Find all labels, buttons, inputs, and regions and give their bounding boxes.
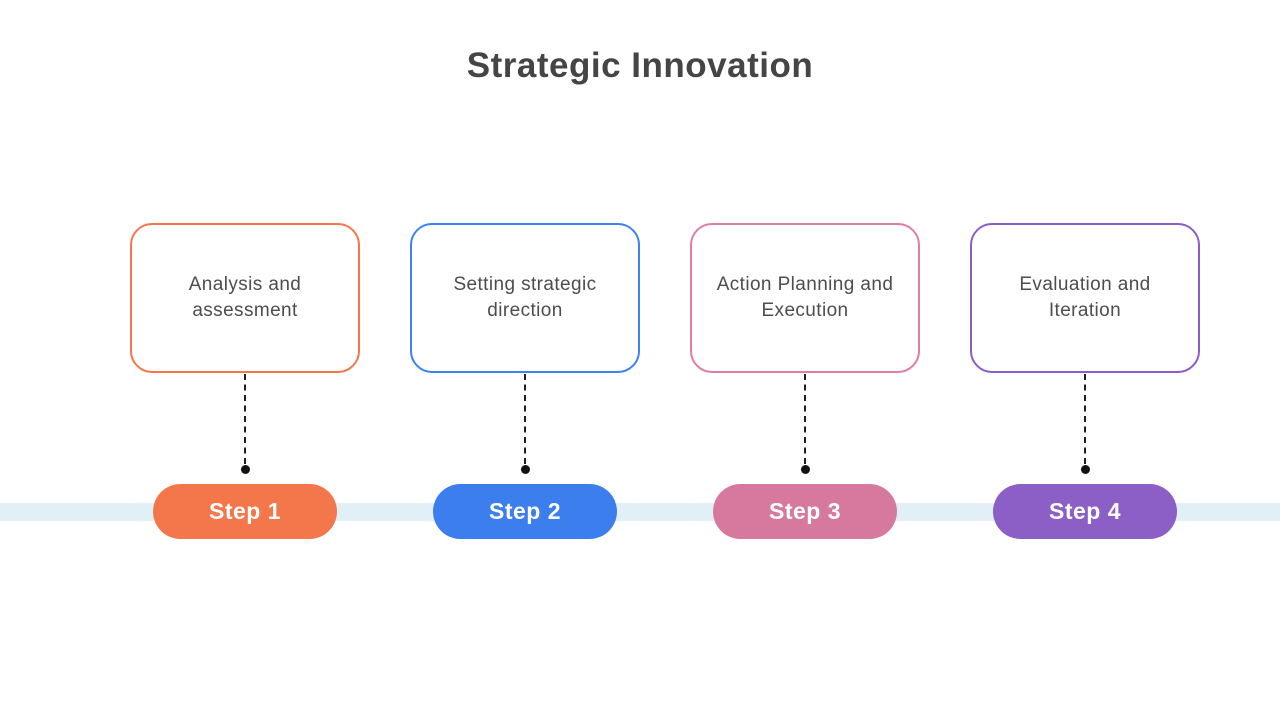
step-column-1: Analysis and assessment Step 1 [130, 0, 360, 720]
step-card-label: Action Planning and Execution [716, 274, 894, 321]
step-badge-label: Step 4 [1048, 498, 1122, 524]
page-title: Strategic Innovation [466, 46, 814, 85]
step-badge-label: Step 2 [488, 498, 562, 524]
step-badge-label: Step 1 [208, 498, 282, 524]
step-card-label: Analysis and assessment [188, 274, 302, 321]
step-column-2: Setting strategic direction Step 2 [410, 0, 640, 720]
connector-dot [520, 465, 530, 474]
dashed-connector-line [244, 374, 246, 464]
step-badge-1: Step 1 [153, 484, 337, 539]
step-card-1: Analysis and assessment [130, 223, 360, 373]
step-badge-label: Step 3 [768, 498, 842, 524]
dashed-connector-line [804, 374, 806, 464]
dashed-connector-line [1084, 374, 1086, 464]
step-column-3: Action Planning and Execution Step 3 [690, 0, 920, 720]
connector-dot [800, 465, 810, 474]
step-card-3: Action Planning and Execution [690, 223, 920, 373]
dashed-connector-line [524, 374, 526, 464]
step-card-4: Evaluation and Iteration [970, 223, 1200, 373]
step-column-4: Evaluation and Iteration Step 4 [970, 0, 1200, 720]
connector-dot [1080, 465, 1090, 474]
connector-dot [240, 465, 250, 474]
step-badge-3: Step 3 [713, 484, 897, 539]
step-badge-2: Step 2 [433, 484, 617, 539]
step-card-2: Setting strategic direction [410, 223, 640, 373]
step-card-label: Evaluation and Iteration [1019, 274, 1151, 321]
step-card-label: Setting strategic direction [453, 274, 597, 321]
step-badge-4: Step 4 [993, 484, 1177, 539]
